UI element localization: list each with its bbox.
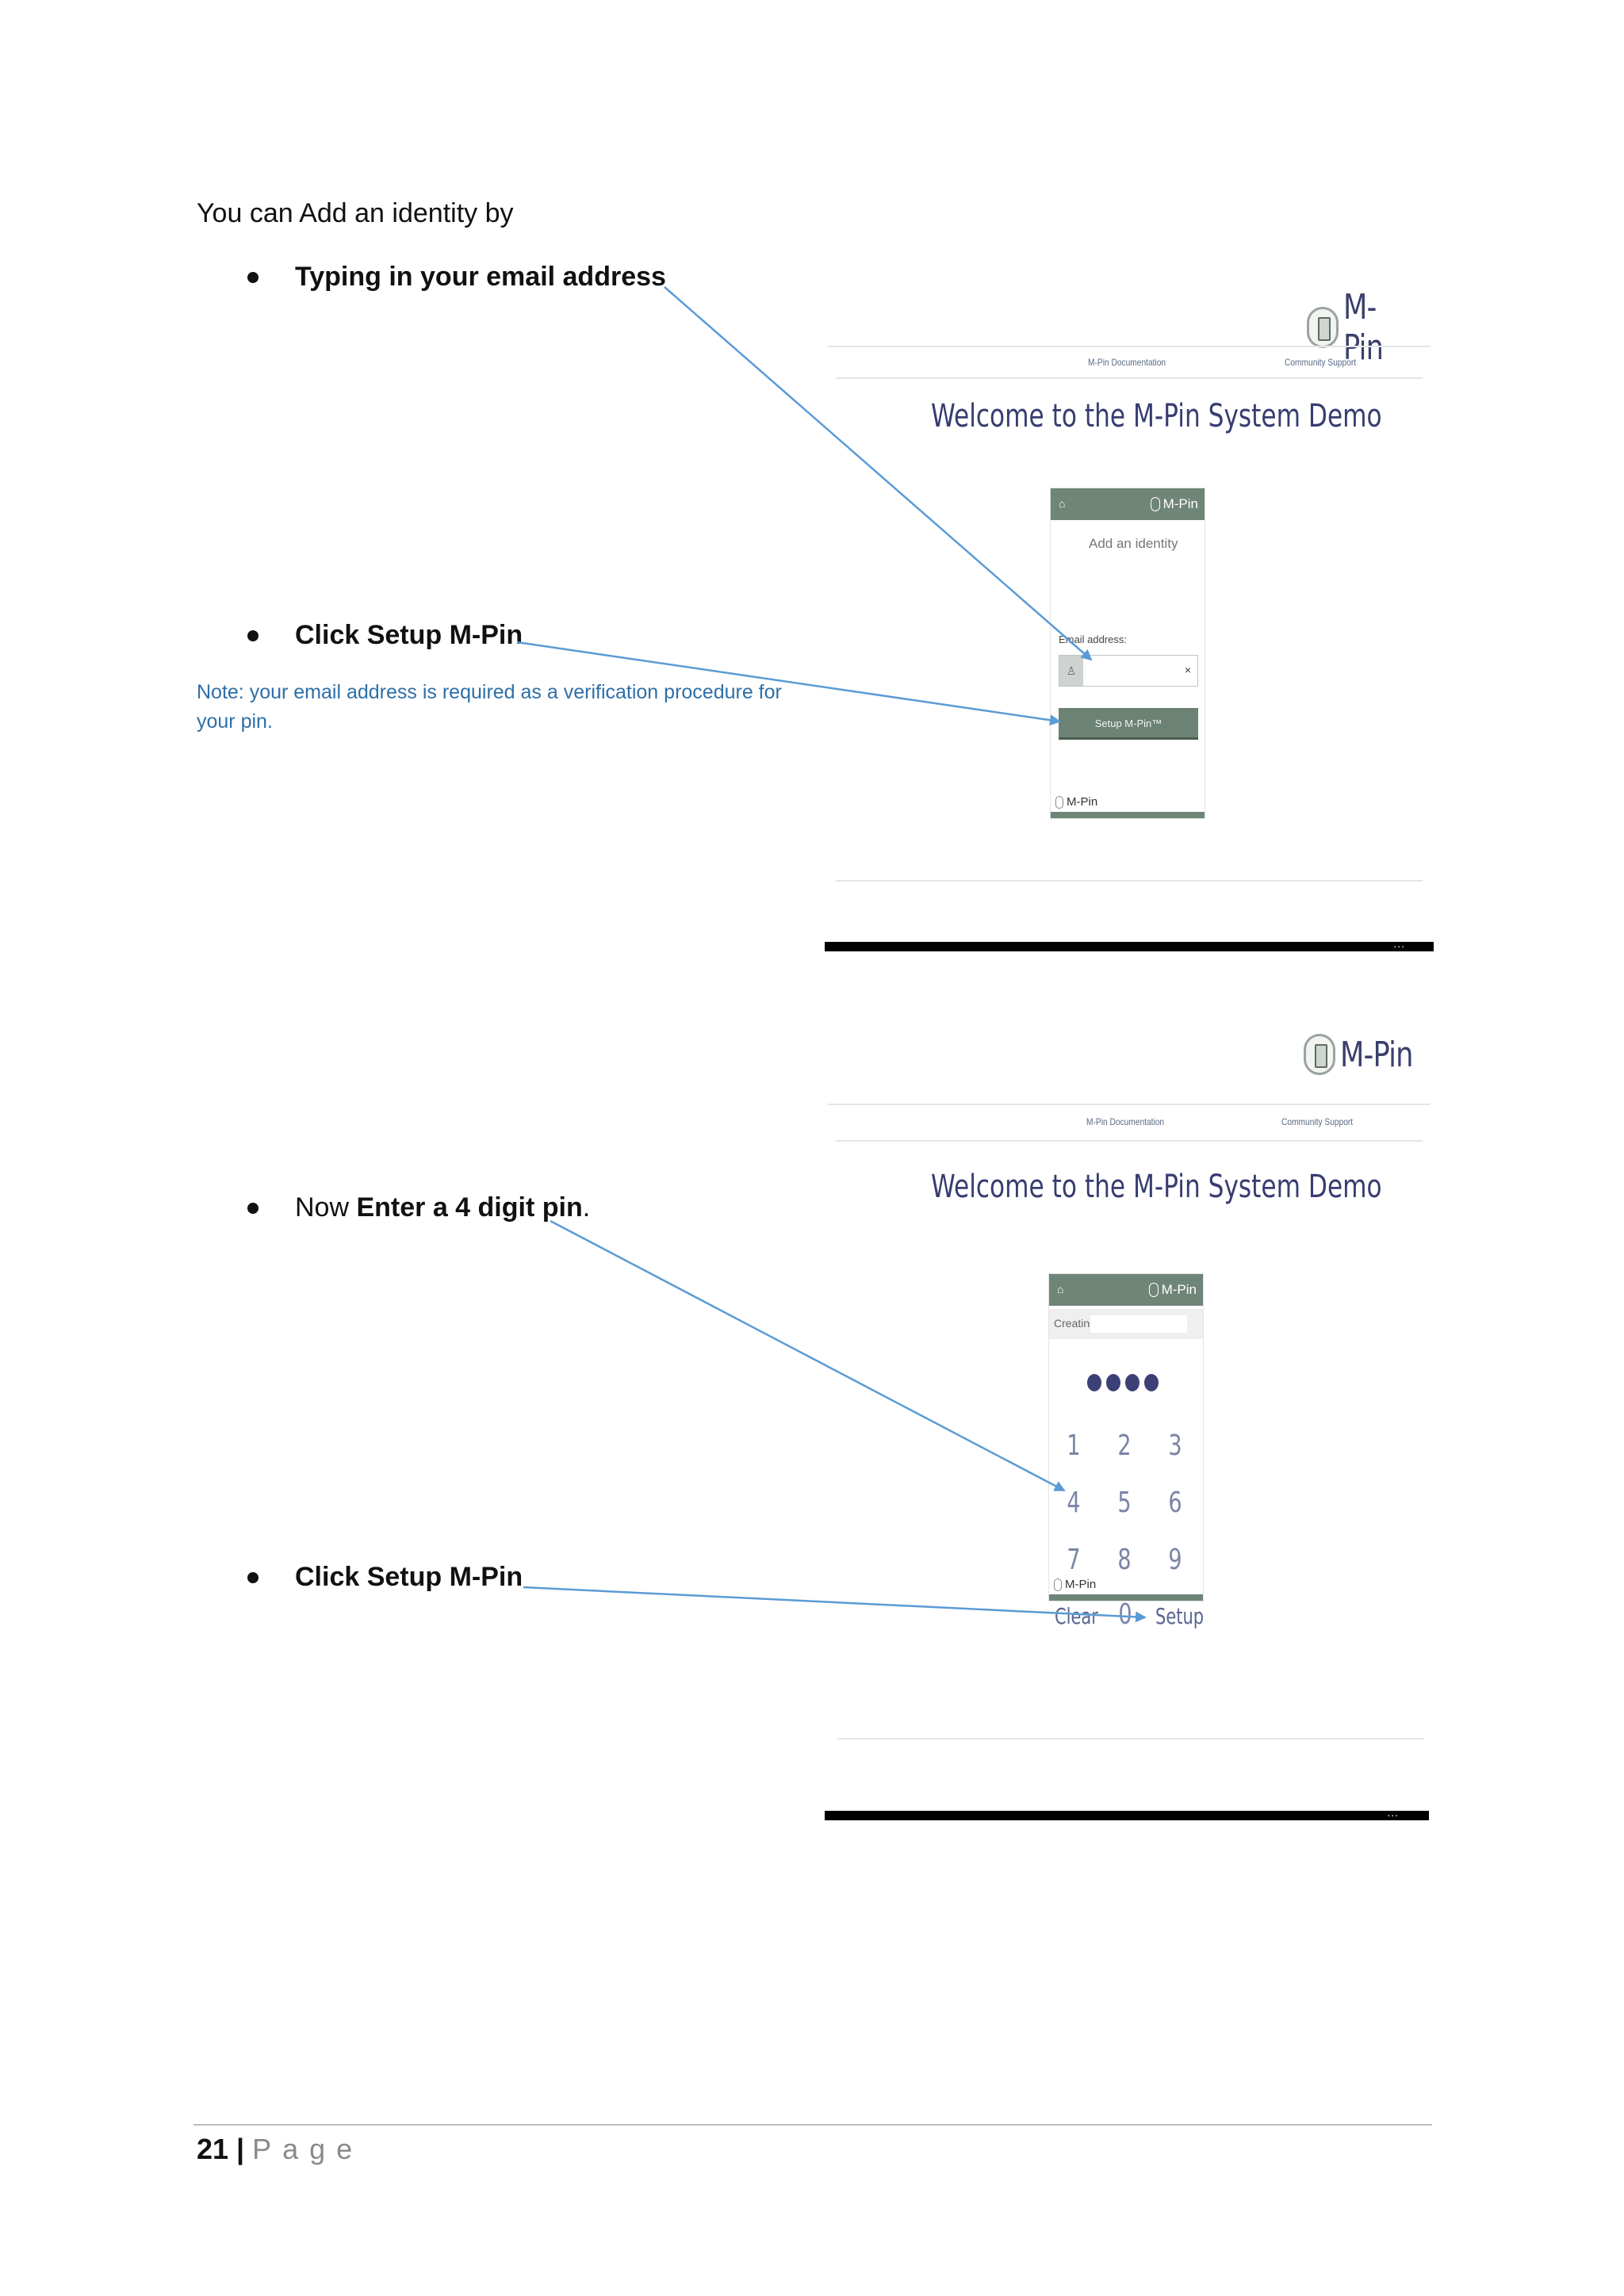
widget-footer-brand: M-Pin — [1054, 1578, 1096, 1591]
divider — [836, 377, 1423, 379]
key-7[interactable]: 7 — [1067, 1544, 1081, 1576]
widget-footer-bar — [1051, 812, 1205, 818]
nav-documentation-link[interactable]: M-Pin Documentation — [1088, 357, 1166, 368]
widget-footer-brand: M-Pin — [1055, 795, 1097, 809]
welcome-heading: Welcome to the M-Pin System Demo — [931, 398, 1382, 434]
divider — [837, 1738, 1424, 1739]
home-icon[interactable]: ⌂ — [1059, 497, 1066, 510]
widget-header: ⌂ M-Pin — [1051, 488, 1205, 520]
divider — [828, 1104, 1431, 1105]
intro-text: You can Add an identity by — [197, 198, 514, 228]
arrow-email — [664, 286, 1093, 661]
mpin-logo-text: M-Pin — [1340, 1034, 1413, 1075]
widget-title: Add an identity — [1089, 536, 1178, 551]
widget-header: ⌂ M-Pin — [1049, 1274, 1203, 1306]
clear-key[interactable]: Clear — [1055, 1603, 1098, 1629]
widget-footer-bar — [1049, 1594, 1203, 1601]
key-2[interactable]: 2 — [1117, 1429, 1132, 1462]
bullet-dot — [247, 630, 259, 641]
bullet-dot — [247, 272, 259, 283]
creating-identity-field — [1090, 1315, 1187, 1333]
footer-divider — [193, 2124, 1432, 2126]
bottom-bar: ... — [825, 937, 1434, 951]
bullet-click-setup-2: Click Setup M-Pin — [295, 1562, 523, 1592]
key-9[interactable]: 9 — [1168, 1544, 1182, 1576]
key-3[interactable]: 3 — [1168, 1429, 1182, 1462]
nav-support-link[interactable]: Community Support — [1281, 1116, 1354, 1127]
enter-pin-prefix: Now — [295, 1192, 357, 1223]
key-5[interactable]: 5 — [1117, 1487, 1132, 1519]
mpin-widget: ⌂ M-Pin Creating 1 2 3 4 5 6 7 8 9 M-Pin — [1048, 1273, 1204, 1601]
screenshot-add-identity: M-Pin M-Pin Documentation Community Supp… — [825, 270, 1434, 951]
nav-documentation-link[interactable]: M-Pin Documentation — [1086, 1116, 1165, 1127]
key-6[interactable]: 6 — [1168, 1487, 1182, 1519]
bullet-dot — [247, 1203, 259, 1214]
mpin-mini-icon — [1150, 497, 1160, 511]
widget-brand: M-Pin — [1150, 496, 1198, 512]
welcome-heading: Welcome to the M-Pin System Demo — [931, 1169, 1382, 1205]
note-text: Note: your email address is required as … — [197, 681, 782, 733]
arrow-setup-2 — [523, 1586, 1147, 1623]
key-4[interactable]: 4 — [1067, 1487, 1081, 1519]
email-label: Email address: — [1059, 633, 1127, 645]
bottom-bar: ... — [825, 1806, 1429, 1820]
page-word: Page — [252, 2133, 364, 2165]
mpin-logo-icon — [1304, 1034, 1335, 1075]
mpin-mini-icon — [1148, 1283, 1159, 1297]
setup-mpin-button[interactable]: Setup M-Pin™ — [1059, 708, 1198, 740]
more-icon[interactable]: ... — [1393, 937, 1405, 950]
key-1[interactable]: 1 — [1067, 1429, 1081, 1462]
home-icon[interactable]: ⌂ — [1057, 1283, 1064, 1295]
enter-pin-suffix: . — [582, 1192, 591, 1223]
divider — [828, 346, 1431, 347]
bullet-click-setup-1: Click Setup M-Pin — [295, 620, 523, 650]
pin-dot — [1144, 1374, 1159, 1391]
clear-input-icon[interactable]: × — [1184, 664, 1191, 676]
mpin-widget: ⌂ M-Pin Add an identity Email address: ♙… — [1050, 488, 1205, 819]
key-0[interactable]: 0 — [1118, 1598, 1132, 1631]
bullet-typing-email: Typing in your email address — [295, 262, 666, 292]
footer-separator: | — [236, 2133, 245, 2165]
key-8[interactable]: 8 — [1117, 1544, 1132, 1576]
mpin-logo-text: M-Pin — [1342, 287, 1384, 368]
page-footer: 21|Page — [197, 2133, 363, 2166]
user-icon: ♙ — [1059, 656, 1083, 686]
divider — [836, 1140, 1423, 1142]
bullet-dot — [247, 1572, 259, 1583]
mpin-mini-icon — [1054, 1578, 1062, 1591]
nav-support-link[interactable]: Community Support — [1285, 357, 1357, 368]
mpin-logo: M-Pin — [1304, 1034, 1431, 1075]
bullet-enter-pin: Now Enter a 4 digit pin. — [295, 1192, 590, 1223]
more-icon[interactable]: ... — [1387, 1806, 1399, 1819]
pin-dot — [1106, 1374, 1120, 1391]
setup-key[interactable]: Setup — [1155, 1603, 1205, 1629]
widget-brand-text: M-Pin — [1161, 1282, 1197, 1297]
screenshot-enter-pin: M-Pin M-Pin Documentation Community Supp… — [825, 1016, 1434, 1823]
widget-footer-brand-text: M-Pin — [1065, 1578, 1097, 1591]
arrow-setup-1 — [516, 641, 1061, 726]
widget-footer-brand-text: M-Pin — [1067, 795, 1098, 809]
widget-brand-text: M-Pin — [1162, 496, 1198, 511]
pin-dot — [1087, 1374, 1101, 1391]
creating-strip: Creating — [1049, 1309, 1203, 1339]
enter-pin-bold: Enter a 4 digit pin — [356, 1192, 583, 1223]
pin-dot — [1125, 1374, 1139, 1391]
arrow-pin — [550, 1219, 1066, 1492]
mpin-mini-icon — [1055, 795, 1063, 809]
divider — [836, 880, 1423, 882]
creating-label: Creating — [1054, 1317, 1096, 1330]
page-number: 21 — [197, 2133, 229, 2165]
widget-brand: M-Pin — [1148, 1282, 1197, 1298]
